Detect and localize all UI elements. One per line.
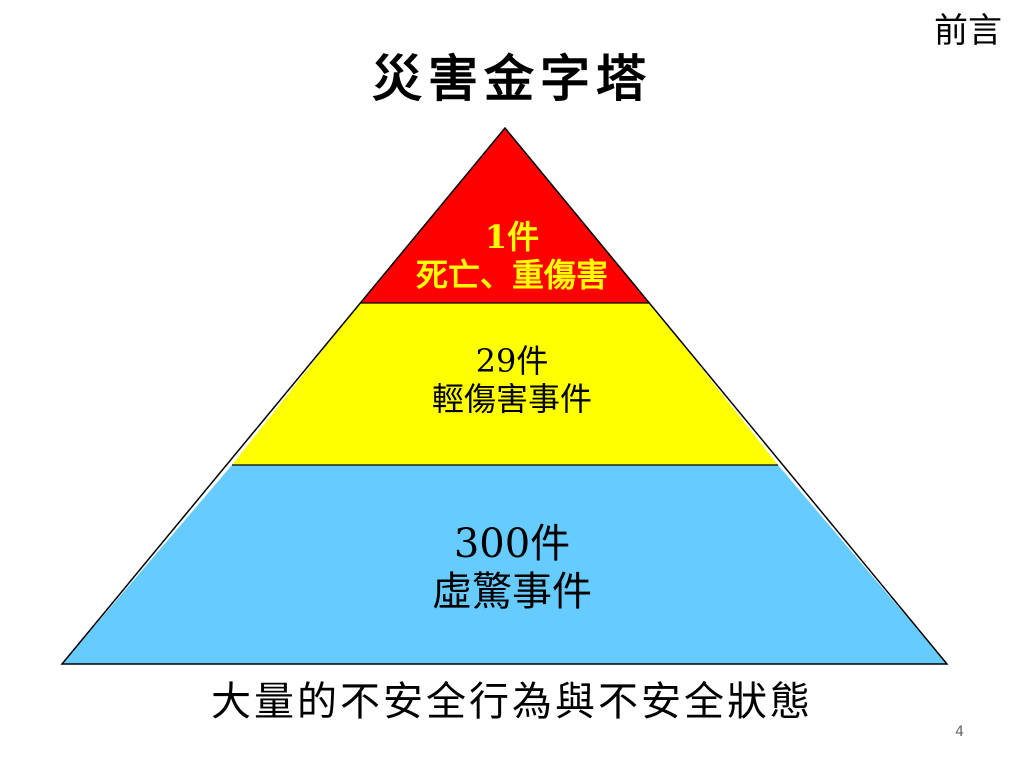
tier-top-text: 1件 死亡、重傷害 xyxy=(380,218,644,295)
pyramid-tier-top xyxy=(360,128,650,303)
tier-bottom-count: 300件 xyxy=(453,521,571,567)
slide-title: 災害金字塔 xyxy=(372,49,652,108)
tier-bottom-label: 虛驚事件 xyxy=(432,569,592,615)
pyramid-outline xyxy=(60,126,949,665)
tier-middle-label: 輕傷害事件 xyxy=(431,380,592,419)
page-number: 4 xyxy=(955,724,964,740)
tier-middle-text: 29件 輕傷害事件 xyxy=(360,342,664,419)
section-label: 前言 xyxy=(934,11,1002,51)
tier-top-label: 死亡、重傷害 xyxy=(415,256,608,295)
tier-bottom-text: 300件 虛驚事件 xyxy=(330,520,694,616)
tier-middle-count: 29件 xyxy=(475,342,549,380)
pyramid-tier-middle xyxy=(232,303,778,465)
footer-caption: 大量的不安全行為與不安全狀態 xyxy=(211,679,813,725)
pyramid-tier-bottom xyxy=(62,465,947,664)
tier-top-count: 1件 xyxy=(484,218,540,256)
